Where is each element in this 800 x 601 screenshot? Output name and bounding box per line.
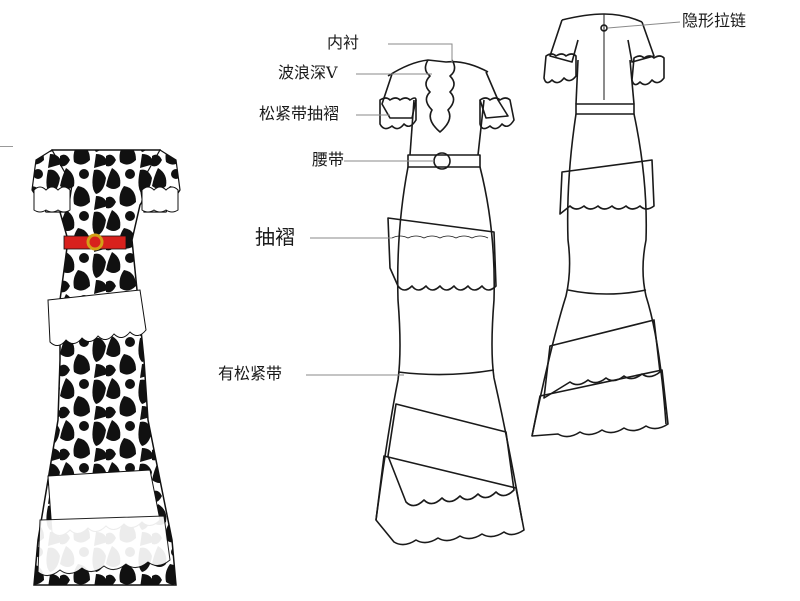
back-neckline <box>561 13 643 23</box>
back-skirt-left <box>531 113 577 437</box>
printed-dress-ruffle-3 <box>37 515 171 576</box>
leader-lining <box>388 43 453 62</box>
front-right-cuff <box>479 97 515 130</box>
back-upper-ruffle <box>559 159 655 215</box>
back-right-cuff <box>631 55 665 86</box>
front-bodice-right <box>477 99 485 156</box>
front-middle-ruffle <box>387 217 497 291</box>
left-frame-line <box>0 146 13 147</box>
front-wave-v-neck <box>424 59 456 133</box>
front-elastic-seam <box>397 369 495 376</box>
printed-dress-illustration <box>31 149 181 586</box>
leader-invisible-zip <box>607 21 681 29</box>
front-middle-ruffle-gather <box>391 235 489 239</box>
label-invisible-zipper: 隐形拉链 <box>682 11 747 30</box>
front-left-cuff <box>379 97 417 130</box>
label-elastic-ruched: 松紧带抽褶 <box>259 104 340 123</box>
front-lower-ruffle-2 <box>375 455 525 546</box>
printed-left-cuff-ruffle <box>33 186 71 213</box>
front-left-sleeve <box>381 73 417 119</box>
annotation-leader-lines <box>306 21 681 376</box>
back-bodice-right <box>629 59 635 105</box>
front-lower-ruffle-1 <box>387 403 515 507</box>
front-skirt-left <box>375 166 409 521</box>
back-view-line-drawing <box>531 13 669 438</box>
back-zipper-pull <box>600 24 608 32</box>
label-ruffle: 抽褶 <box>255 225 295 249</box>
label-lining: 内衬 <box>327 33 360 52</box>
front-neckline <box>387 59 489 77</box>
printed-dress-red-belt <box>63 235 127 250</box>
back-left-sleeve <box>549 19 579 63</box>
back-elastic-seam <box>567 289 647 295</box>
front-skirt-right <box>479 166 523 521</box>
printed-right-cuff-ruffle <box>141 186 179 213</box>
front-bodice-left <box>409 99 415 156</box>
back-bodice-left <box>575 59 579 105</box>
front-view-line-drawing <box>375 59 525 546</box>
printed-dress-buckle <box>86 233 104 251</box>
label-wave-deep-v: 波浪深V <box>278 63 338 82</box>
printed-dress-ruffle-1 <box>47 289 147 346</box>
label-belt: 腰带 <box>312 150 345 169</box>
front-right-sleeve <box>479 71 509 119</box>
label-has-elastic: 有松紧带 <box>218 364 283 383</box>
back-lower-ruffle-2 <box>531 369 669 438</box>
back-left-cuff <box>543 53 577 84</box>
back-lower-ruffle-1 <box>543 319 661 399</box>
back-waist-seam <box>575 103 635 115</box>
back-right-sleeve <box>627 21 655 63</box>
